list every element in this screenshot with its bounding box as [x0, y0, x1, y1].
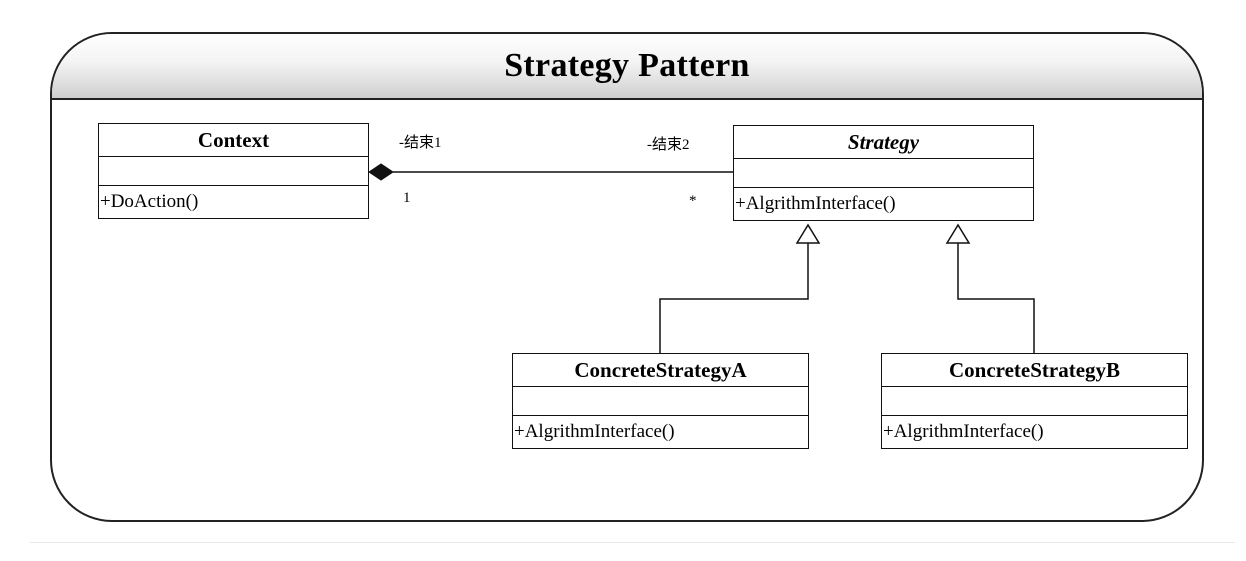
association-end1-multiplicity: 1 [403, 190, 411, 206]
class-name: Strategy [734, 126, 1033, 159]
class-attributes [513, 387, 808, 416]
class-context[interactable]: Context +DoAction() [98, 123, 369, 219]
association-end2-role: -结束2 [647, 137, 690, 153]
title-bar: Strategy Pattern [52, 34, 1202, 100]
class-attributes [882, 387, 1187, 416]
class-operation: +AlgrithmInterface() [735, 193, 896, 214]
generalization-line-b [957, 243, 1035, 353]
class-attributes [99, 157, 368, 186]
class-name: ConcreteStrategyB [882, 354, 1187, 387]
class-attributes [734, 159, 1033, 188]
class-operation: +DoAction() [100, 191, 199, 212]
generalization-arrow-a [795, 223, 821, 244]
association-end1-role: -结束1 [399, 135, 442, 151]
class-concrete-strategy-b[interactable]: ConcreteStrategyB +AlgrithmInterface() [881, 353, 1188, 449]
class-operation: +AlgrithmInterface() [883, 421, 1044, 442]
generalization-arrow-b [945, 223, 971, 244]
class-strategy[interactable]: Strategy +AlgrithmInterface() [733, 125, 1034, 221]
class-name: ConcreteStrategyA [513, 354, 808, 387]
bottom-divider [30, 542, 1235, 543]
association-end2-multiplicity: * [689, 193, 697, 209]
class-operation: +AlgrithmInterface() [514, 421, 675, 442]
class-name: Context [99, 124, 368, 157]
composition-diamond [368, 163, 394, 181]
class-concrete-strategy-a[interactable]: ConcreteStrategyA +AlgrithmInterface() [512, 353, 809, 449]
diagram-title: Strategy Pattern [504, 47, 750, 84]
generalization-line-a [659, 243, 809, 353]
